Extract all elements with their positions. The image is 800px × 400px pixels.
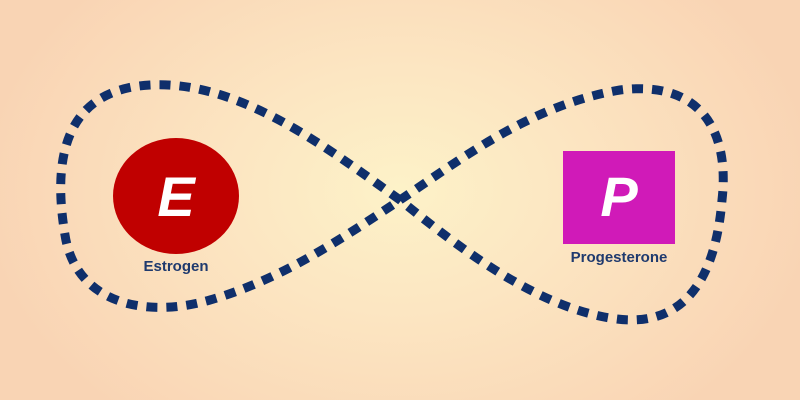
- estrogen-letter: E: [157, 165, 196, 228]
- progesterone-letter: P: [600, 165, 638, 228]
- estrogen-label: Estrogen: [143, 258, 209, 275]
- progesterone-label: Progesterone: [570, 249, 668, 266]
- progesterone-square: [563, 151, 675, 244]
- infinity-loop: [56, 80, 728, 325]
- estrogen-circle: [113, 138, 239, 254]
